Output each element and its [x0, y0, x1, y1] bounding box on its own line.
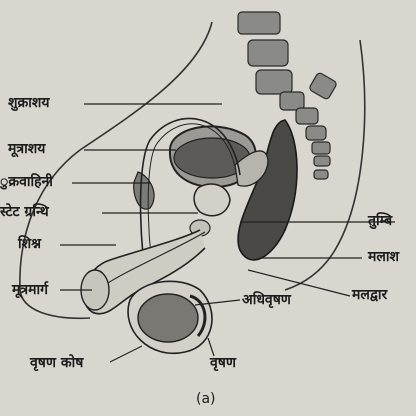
urethra-line: [99, 231, 206, 289]
figure-caption: (a): [196, 391, 216, 407]
label-seminal-vesicle: शुक्राशय: [8, 95, 50, 111]
label-anus: मलद्वार: [352, 287, 388, 303]
label-epididymis: अधिवृषण: [242, 292, 291, 308]
label-urethra: मूत्रमार्ग: [12, 282, 48, 298]
testis-shape: [137, 293, 199, 343]
label-prostate-gland: स्टेट ग्रन्थि: [0, 204, 49, 220]
prostate-shape: [193, 183, 231, 217]
leader-lines: [60, 103, 395, 363]
body-outline: [19, 21, 213, 320]
epididymis-shape: [189, 294, 207, 337]
penis-shape: [82, 229, 206, 315]
label-scrotum: वृषण कोष: [30, 355, 84, 371]
label-vas-deferens: ुक्रवाहिनी: [0, 174, 53, 190]
label-bulbourethral-gland: तुम्बि: [368, 213, 393, 229]
spine-vertebrae: [237, 11, 337, 180]
label-penis: शिश्न: [18, 236, 42, 252]
label-urinary-bladder: मूत्राशय: [8, 141, 46, 157]
pubic-bone: [133, 171, 155, 210]
seminal-vesicle-shape: [234, 150, 269, 187]
back-outline: [284, 39, 366, 291]
label-rectum: मलाश: [368, 249, 400, 265]
label-testis: वृषण: [210, 355, 236, 371]
